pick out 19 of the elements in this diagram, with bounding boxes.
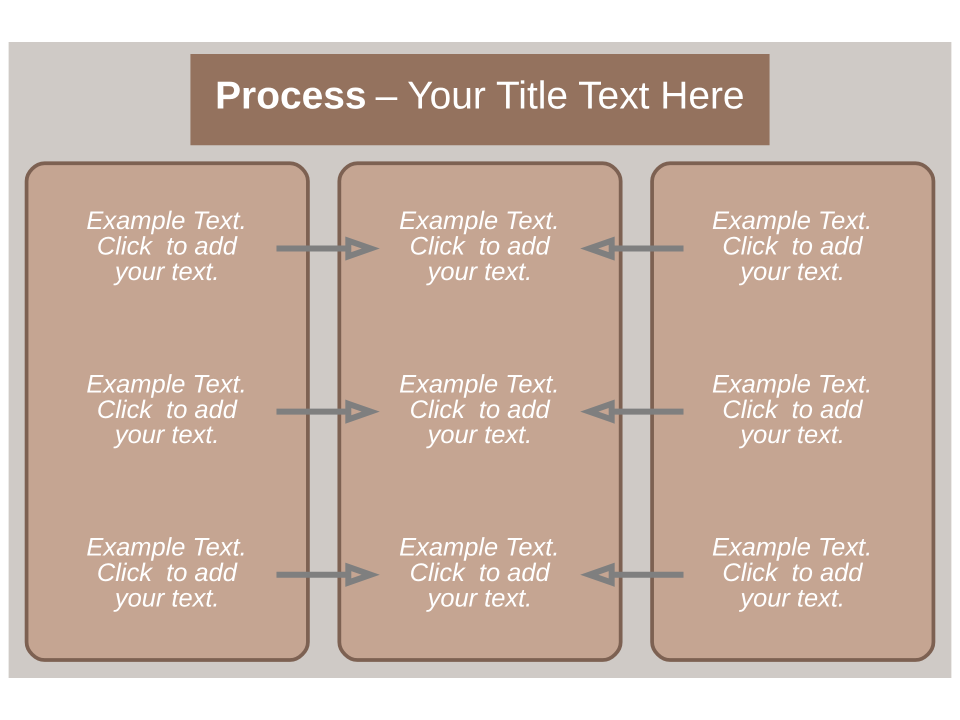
- node-text: Example Text. Click to add your text.: [712, 207, 872, 286]
- node-text: Example Text. Click to add your text.: [86, 533, 247, 612]
- node-text: Example Text. Click to add your text.: [712, 533, 872, 612]
- arrow: [580, 400, 684, 424]
- cluster: [24, 161, 310, 662]
- node-text: Example Text. Click to add your text.: [86, 207, 247, 286]
- cluster: [337, 161, 623, 662]
- cluster: [650, 161, 936, 662]
- node-text: Example Text. Click to add your text.: [399, 207, 560, 286]
- node-text: Example Text. Click to add your text.: [86, 370, 247, 450]
- arrow: [580, 562, 684, 587]
- arrow: [276, 236, 380, 261]
- arrow: [580, 236, 684, 261]
- node-text: Example Text. Click to add your text.: [712, 370, 872, 450]
- arrow: [276, 562, 380, 587]
- arrow: [276, 400, 380, 424]
- node-text: Example Text. Click to add your text.: [399, 370, 560, 450]
- node-text: Example Text. Click to add your text.: [399, 533, 560, 612]
- diagram-title: Process – Your Title Text Here: [215, 74, 745, 118]
